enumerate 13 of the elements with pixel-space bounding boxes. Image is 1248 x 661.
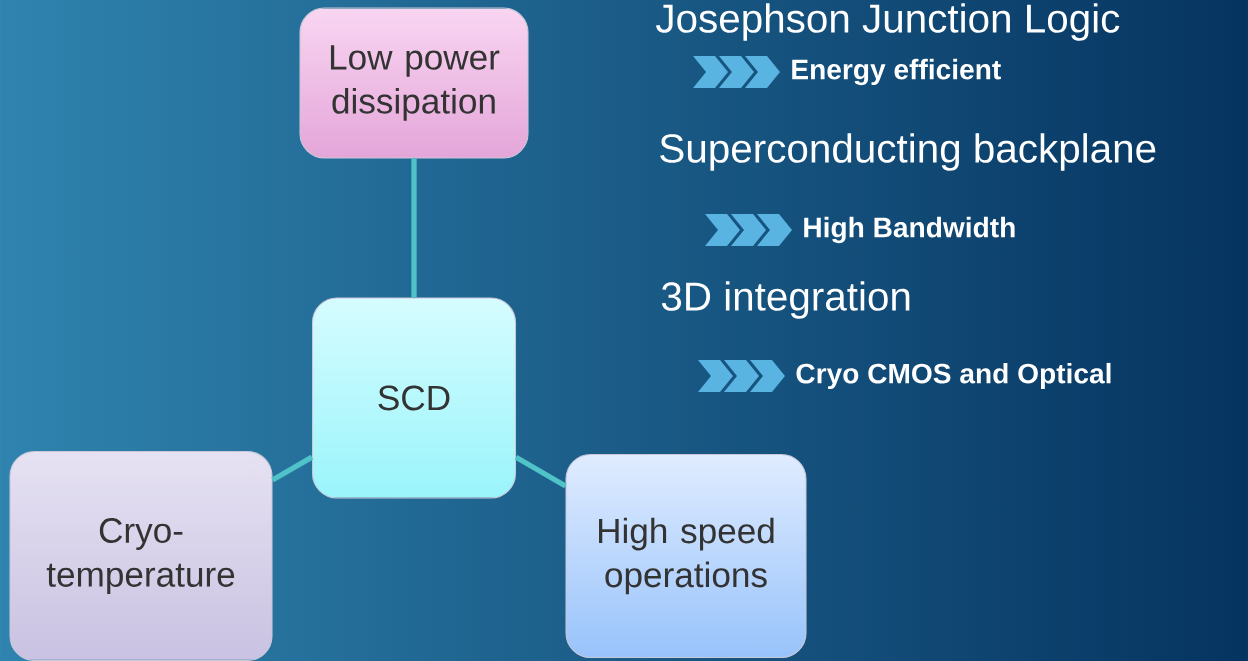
sub-point: Energy efficient (792, 58, 1001, 86)
rounded-box: Low power dissipation (299, 7, 529, 159)
connector-line (514, 455, 567, 489)
sub-point: Cryo CMOS and Optical (796, 362, 1111, 390)
rounded-box: SCD (312, 297, 517, 499)
connector-line (411, 158, 417, 298)
heading-text: Josephson Junction Logic (656, 3, 1120, 41)
connector-line (271, 454, 314, 483)
rounded-box: High speed operations (565, 453, 807, 659)
rounded-box: Cryo-temperature (9, 450, 273, 661)
heading-text: Superconducting backplane (660, 133, 1156, 171)
sub-point: High Bandwidth (804, 216, 1015, 244)
heading-text: 3D integration (661, 281, 910, 319)
